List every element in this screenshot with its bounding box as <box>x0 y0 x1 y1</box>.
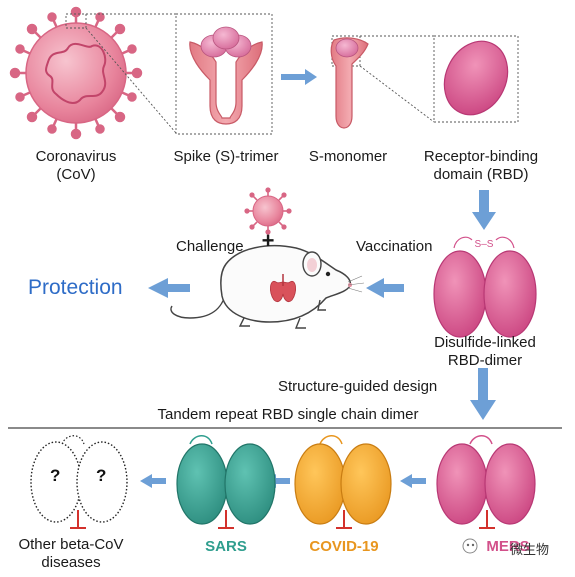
spike-trimer-illustration <box>189 26 263 125</box>
arrow-to-mouse <box>366 278 404 298</box>
covid-label: COVID-19 <box>309 538 379 555</box>
arrow-to-dimer <box>472 190 496 230</box>
arrow-to-tandem <box>470 368 496 420</box>
watermark-logo-icon <box>462 538 478 554</box>
mers-label: MERS <box>486 538 530 555</box>
unknown-mark-left: ? <box>50 466 61 485</box>
plus-sign: + <box>261 228 275 253</box>
rbd-illustration <box>443 40 509 116</box>
arrow-to-covid <box>400 474 426 488</box>
coronavirus-illustration <box>9 6 143 140</box>
sars-dimer-illustration <box>176 435 276 529</box>
vaccination-label: Vaccination <box>356 238 433 255</box>
challenge-label: Challenge <box>176 238 244 255</box>
s-monomer-label: S-monomer <box>308 148 388 165</box>
spike-trimer-label: Spike (S)-trimer <box>173 148 279 165</box>
other-diseases-label: Other beta-CoV diseases <box>18 536 124 571</box>
protection-label: Protection <box>28 276 123 299</box>
zoom-guide-lines <box>65 13 519 135</box>
coronavirus-label: Coronavirus (CoV) <box>35 148 117 183</box>
disulfide-bond-label: S–S <box>474 239 494 250</box>
covid-dimer-illustration <box>294 435 392 529</box>
other-dimer-illustration <box>30 435 128 529</box>
unknown-mark-right: ? <box>96 466 107 485</box>
mouse-illustration <box>170 245 365 329</box>
mers-dimer-illustration <box>436 435 536 529</box>
rbd-label: Receptor-binding domain (RBD) <box>423 148 539 183</box>
sars-label: SARS <box>205 538 247 555</box>
s-monomer-illustration <box>330 37 369 129</box>
dimer-label: Disulfide-linked RBD-dimer <box>434 334 536 369</box>
disulfide-dimer-illustration <box>433 236 537 338</box>
arrow-to-protection <box>148 278 190 298</box>
watermark-text: 微生物 <box>510 542 550 557</box>
structure-design-label: Structure-guided design <box>278 378 438 395</box>
arrow-to-other <box>140 474 166 488</box>
tandem-label: Tandem repeat RBD single chain dimer <box>157 406 419 423</box>
arrow-to-monomer <box>281 69 317 85</box>
challenge-virus-icon <box>244 187 292 235</box>
